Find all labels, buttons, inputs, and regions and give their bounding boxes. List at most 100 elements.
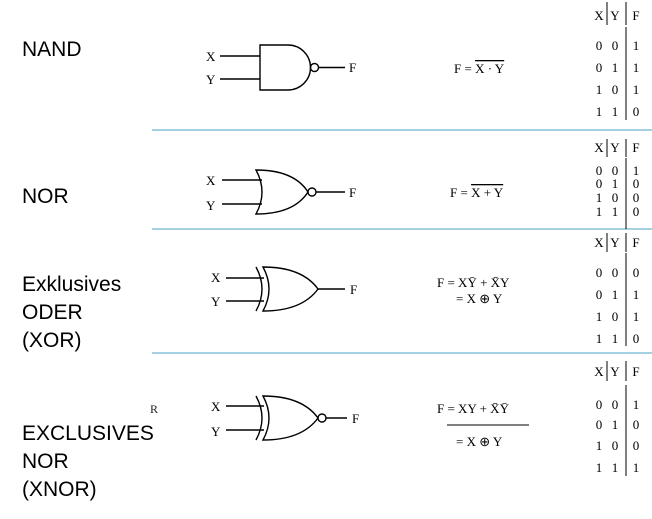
truth-table-cell: 1: [596, 204, 603, 219]
and-body: [259, 44, 312, 91]
truth-table-cell: 0: [633, 331, 640, 346]
truth-table-cell: 0: [612, 438, 619, 453]
truth-table-cell: 1: [596, 309, 603, 324]
or-body: [261, 266, 319, 312]
nor-gate: [222, 169, 345, 215]
input-y-label: Y: [211, 424, 221, 439]
output-f-label: F: [350, 282, 357, 297]
truth-table-cell: 0: [612, 38, 619, 53]
truth-table-cell: 0: [633, 176, 640, 191]
truth-table-cell: 0: [596, 176, 603, 191]
input-x-label: X: [206, 49, 216, 64]
truth-table-cell: 0: [612, 397, 619, 412]
input-x-label: X: [211, 270, 221, 285]
input-wires: [222, 179, 262, 205]
truth-table-cell: 1: [612, 176, 619, 191]
output-f-label: F: [349, 60, 356, 75]
truth-table-header: Y: [610, 235, 620, 250]
truth-table-cell: 1: [596, 82, 603, 97]
truth-table-cell: 0: [633, 438, 640, 453]
truth-table-cell: 0: [612, 265, 619, 280]
truth-table-cell: 1: [612, 204, 619, 219]
expr-lhs: F =: [454, 61, 475, 76]
input-x-label: X: [206, 173, 216, 188]
truth-table-cell: 1: [596, 331, 603, 346]
title-line: NOR: [22, 450, 69, 473]
truth-table-header: F: [632, 140, 639, 155]
output-f-label: F: [349, 185, 356, 200]
truth-table-cell: 0: [596, 38, 603, 53]
input-y-label: Y: [206, 72, 216, 87]
input-y-label: Y: [206, 198, 216, 213]
xnor-expression-line1: F = XY + X̄Ȳ: [437, 401, 510, 416]
truth-table-header: X: [594, 8, 604, 23]
truth-table-cell: 0: [633, 204, 640, 219]
truth-table-cell: 1: [596, 438, 603, 453]
truth-table-cell: 1: [596, 460, 603, 475]
nor-expression: F = X + Y: [450, 185, 504, 200]
title-nor: NOR: [22, 183, 69, 211]
truth-table-cell: 0: [633, 190, 640, 205]
truth-table-header: F: [632, 8, 639, 23]
truth-table-cell: 0: [612, 82, 619, 97]
truth-table-cell: 1: [612, 460, 619, 475]
truth-table-cell: 1: [633, 287, 640, 302]
or-body: [261, 395, 319, 441]
title-line: (XOR): [22, 329, 82, 352]
output-f-label: F: [352, 411, 359, 426]
input-wires: [220, 55, 260, 80]
truth-table-header: Y: [610, 8, 620, 23]
truth-table-cell: 0: [633, 265, 640, 280]
inversion-bubble: [307, 187, 317, 197]
inversion-bubble: [309, 62, 320, 73]
truth-table-cell: 0: [596, 287, 603, 302]
truth-table-cell: 1: [633, 82, 640, 97]
nand-gate: [220, 44, 345, 91]
truth-table-cell: 0: [596, 265, 603, 280]
truth-table-cell: 0: [596, 397, 603, 412]
expr-overlined: X + Y: [471, 185, 504, 200]
truth-table-cell: 1: [633, 460, 640, 475]
title-line: Exklusives: [22, 273, 122, 296]
title-xor: Exklusives ODER (XOR): [22, 271, 121, 355]
title-line: (XNOR): [22, 478, 97, 501]
truth-table-cell: 0: [596, 417, 603, 432]
title-xnor: EXCLUSIVES NOR (XNOR): [22, 420, 154, 504]
xor-expression-line2: = X ⊕ Y: [456, 291, 503, 306]
truth-table-cell: 1: [612, 417, 619, 432]
input-x-label: X: [211, 399, 221, 414]
stray-mark: R: [150, 402, 159, 416]
truth-table-cell: 0: [633, 417, 640, 432]
truth-table-cell: 1: [596, 190, 603, 205]
truth-table-cell: 1: [633, 163, 640, 178]
truth-table-cell: 0: [596, 163, 603, 178]
nand-expression: F = X · Y: [454, 61, 505, 76]
expr-overlined: X · Y: [475, 61, 505, 76]
expr-lhs: F =: [450, 185, 471, 200]
input-wires: [226, 405, 264, 431]
xnor-gate: [226, 395, 347, 441]
xor-expression-line1: F = XȲ + X̄Y: [437, 275, 510, 290]
title-line: ODER: [22, 301, 83, 324]
truth-table-cell: 1: [633, 309, 640, 324]
input-y-label: Y: [211, 294, 221, 309]
truth-table-header: X: [594, 140, 604, 155]
truth-table-cell: 0: [612, 309, 619, 324]
inversion-bubble: [317, 413, 327, 423]
truth-table-cell: 1: [633, 60, 640, 75]
truth-table-header: F: [632, 235, 639, 250]
title-nand: NAND: [22, 36, 82, 64]
truth-table-header: X: [594, 364, 604, 379]
truth-table-cell: 0: [612, 163, 619, 178]
truth-table-header: Y: [610, 140, 620, 155]
or-body: [254, 169, 309, 215]
truth-table-cell: 1: [612, 287, 619, 302]
truth-table-cell: 0: [633, 104, 640, 119]
truth-table-cell: 0: [612, 190, 619, 205]
